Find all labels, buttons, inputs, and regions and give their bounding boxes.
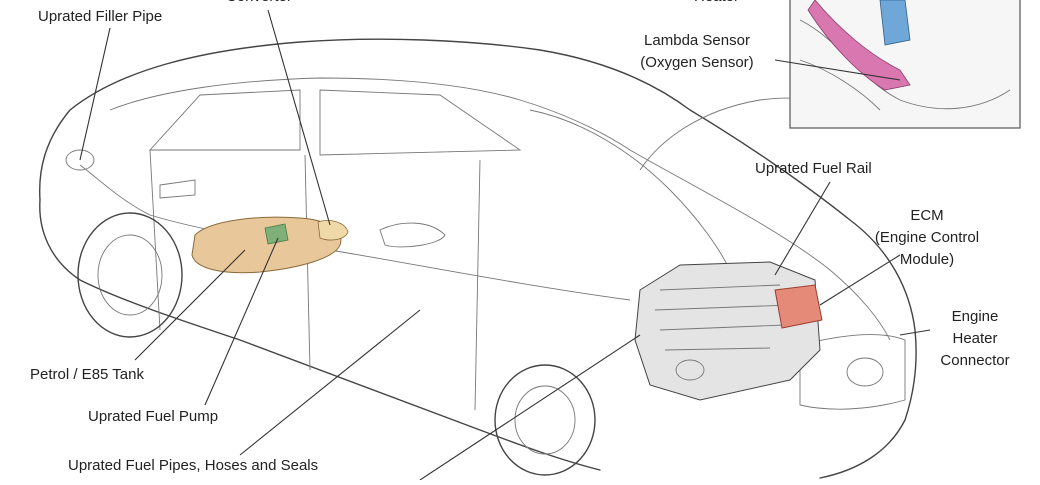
windshield-line — [529, 109, 731, 271]
lambda-sensor-part — [807, 0, 911, 91]
hood-line — [629, 149, 891, 341]
leader-filler-pipe — [79, 27, 111, 161]
engine-pulley — [675, 359, 705, 381]
leader-fuel-pump — [204, 237, 279, 406]
rear-door-line — [149, 149, 161, 331]
leader-engine-heater — [899, 329, 931, 336]
front-wheel-hub — [514, 385, 576, 455]
label-lambda-sensor: Lambda Sensor (Oxygen Sensor) — [640, 32, 754, 71]
front-grille — [799, 334, 906, 410]
engine-ribs — [654, 284, 791, 351]
fuel-pipe-run — [79, 164, 631, 301]
leader-lambda — [774, 59, 901, 81]
leader-fuel-pipes — [239, 309, 421, 456]
label-filler-pipe: Uprated Filler Pipe — [38, 8, 163, 25]
leader-ecm — [819, 254, 901, 306]
rear-wheel — [77, 212, 183, 338]
label-fuel-pump: Uprated Fuel Pump — [88, 408, 219, 425]
inset-detail — [789, 0, 1021, 129]
rear-window — [148, 89, 301, 151]
ecm-unit — [774, 284, 823, 329]
label-converter: Converter — [226, 0, 292, 8]
rear-wheel-hub — [97, 234, 163, 316]
front-side-window — [319, 89, 522, 156]
leader-lines — [79, 9, 931, 481]
label-fuel-rail: Uprated Fuel Rail — [755, 160, 872, 177]
engine-outline — [634, 261, 821, 401]
label-fuel-pipes: Uprated Fuel Pipes, Hoses and Seals — [68, 457, 319, 474]
car-window-top — [109, 77, 631, 151]
leader-tank — [134, 249, 246, 361]
leader-fuel-pipes-2 — [419, 334, 641, 481]
label-engine-heater: Engine Heater Connector — [940, 308, 1010, 369]
side-mirror — [379, 222, 446, 248]
front-door-line — [474, 159, 481, 411]
inset-pipe-2 — [799, 59, 881, 111]
fuel-cap — [65, 149, 95, 171]
front-emblem — [846, 357, 884, 387]
label-ecm: ECM (Engine Control Module) — [874, 207, 980, 268]
label-heater: Heater — [694, 0, 739, 8]
car-side-lower-line — [39, 199, 601, 471]
label-tank: Petrol / E85 Tank — [30, 366, 144, 383]
leader-converter — [267, 9, 331, 226]
rear-door-handle — [159, 179, 196, 199]
converter-shape — [317, 220, 349, 241]
leader-fuel-rail — [774, 181, 831, 276]
heater-part — [879, 0, 911, 46]
front-wheel — [494, 364, 596, 476]
car-roof-line — [38, 38, 917, 479]
fuel-pump-shape — [264, 223, 289, 245]
engine-block — [634, 261, 823, 401]
